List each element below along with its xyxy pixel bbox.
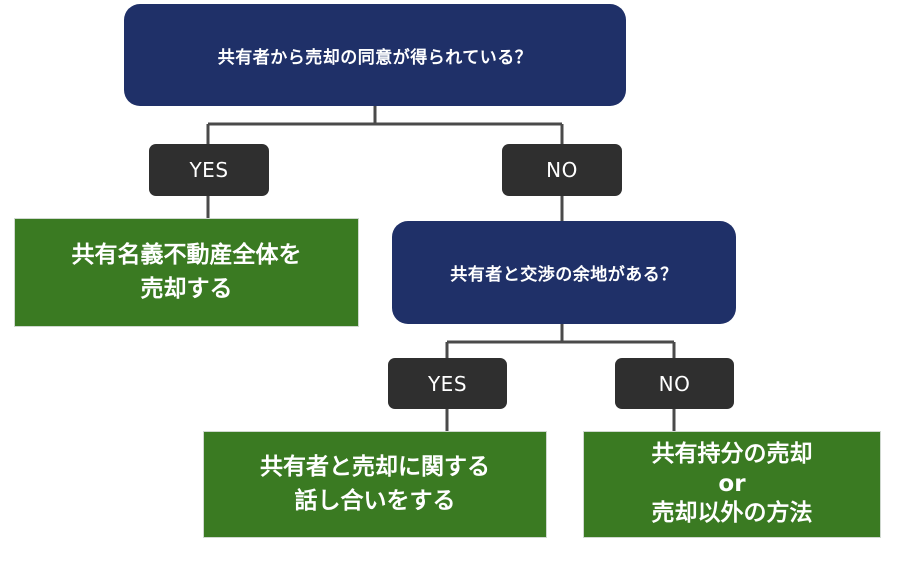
sub-no-label: NO xyxy=(658,371,691,396)
root-question-text: 共有者から売却の同意が得られている？ xyxy=(217,47,533,68)
sub-no-result-line-3: 売却以外の方法 xyxy=(651,500,813,527)
sub-no-result-line-2: or xyxy=(718,470,746,497)
sub-no-result-box: 共有持分の売却 or 売却以外の方法 xyxy=(583,431,881,538)
yes-result-line-1: 共有名義不動産全体を xyxy=(71,242,302,269)
sub-question-box: 共有者と交渉の余地がある？ xyxy=(392,221,736,324)
sub-yes-result-line-1: 共有者と売却に関する xyxy=(260,454,490,481)
sub-yes-label: YES xyxy=(427,371,468,396)
yes-result-box: 共有名義不動産全体を 売却する xyxy=(14,218,359,327)
sub-no-label-box: NO xyxy=(615,358,734,409)
sub-yes-result-box: 共有者と売却に関する 話し合いをする xyxy=(203,431,547,538)
yes-result-line-2: 売却する xyxy=(140,275,233,302)
root-no-label-box: NO xyxy=(502,144,622,196)
root-yes-label: YES xyxy=(189,158,229,182)
root-yes-label-box: YES xyxy=(149,144,269,196)
sub-yes-label-box: YES xyxy=(388,358,507,409)
sub-question-text: 共有者と交渉の余地がある？ xyxy=(450,265,678,285)
sub-no-result-line-1: 共有持分の売却 xyxy=(651,440,813,467)
sub-yes-result-line-2: 話し合いをする xyxy=(294,487,456,514)
root-question-box: 共有者から売却の同意が得られている？ xyxy=(124,4,626,106)
root-no-label: NO xyxy=(546,158,578,182)
